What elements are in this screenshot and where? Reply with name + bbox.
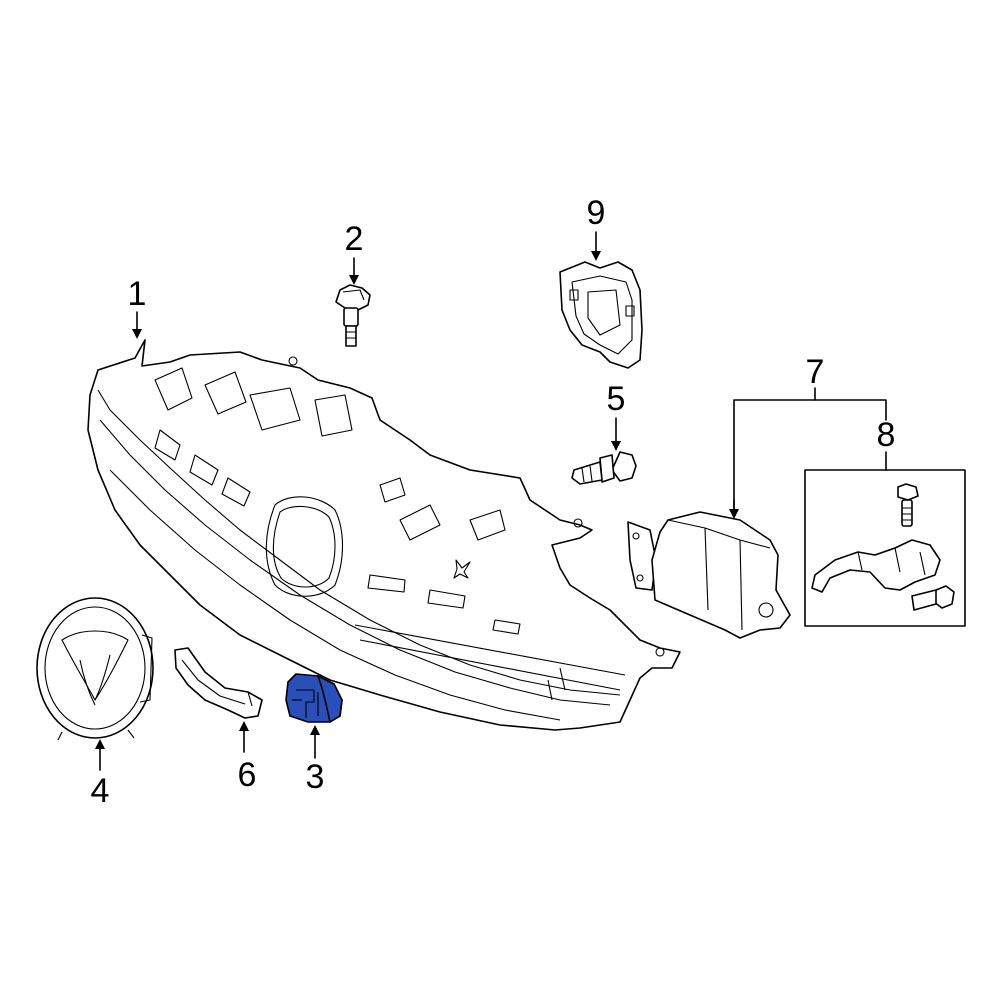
callout-3: 3 [306,758,325,796]
grille-bracket-part-1[interactable] [87,339,681,731]
sensor-bracket-part-9[interactable] [559,261,643,369]
callout-9: 9 [587,194,606,232]
callout-labels: 1 2 3 4 5 6 7 8 9 [91,194,896,810]
leader-lines [95,231,887,771]
callout-6: 6 [238,756,257,794]
callout-8: 8 [877,416,896,454]
callout-4: 4 [91,772,110,810]
callout-2: 2 [345,220,364,258]
callout-7: 7 [806,353,825,391]
emblem-part-4[interactable] [36,597,154,741]
bolt-part-2[interactable] [335,284,371,347]
radar-sensor-part-7[interactable] [627,511,791,639]
clip-part-3[interactable] [285,673,343,723]
leader-7-bracket [733,399,887,517]
hardware-kit-part-8[interactable] [804,469,966,627]
callout-5: 5 [607,380,626,418]
bolt-part-5[interactable] [571,451,637,485]
callout-1: 1 [128,275,147,313]
cover-part-6[interactable] [174,647,263,719]
